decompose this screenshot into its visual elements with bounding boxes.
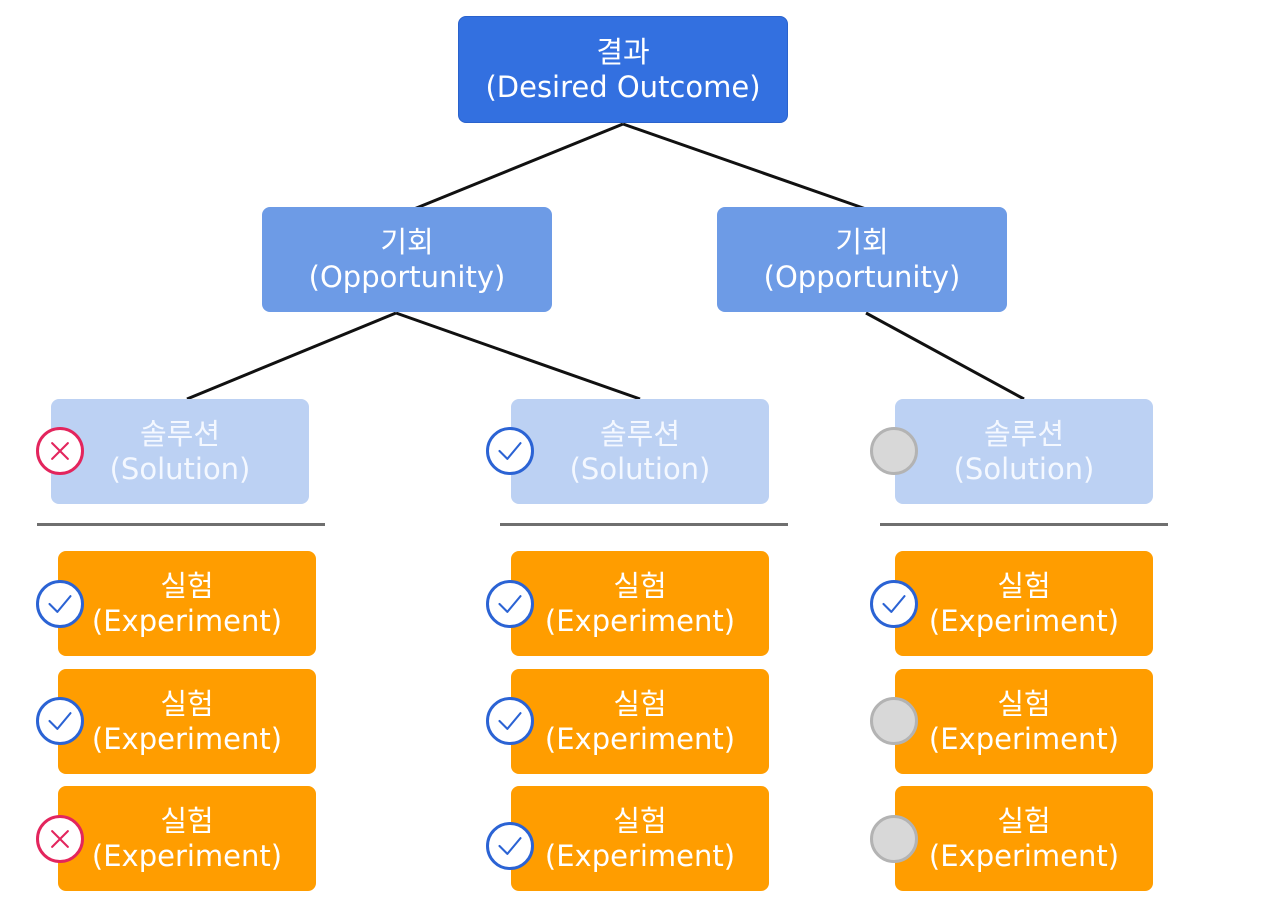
solution-subtitle: (Solution): [569, 451, 711, 486]
experiment-subtitle: (Experiment): [928, 603, 1120, 638]
x-icon: [36, 427, 84, 475]
opportunity-title: 기회: [835, 224, 889, 259]
experiment-subtitle: (Experiment): [91, 603, 283, 638]
experiment-title: 실험: [160, 568, 214, 603]
experiment-node[interactable]: 실험 (Experiment): [58, 551, 316, 656]
experiment-title: 실험: [997, 803, 1051, 838]
experiment-subtitle: (Experiment): [91, 721, 283, 756]
connector-opportunity-2-solution-3: [865, 311, 1025, 401]
experiment-subtitle: (Experiment): [928, 721, 1120, 756]
empty-circle-icon: [870, 815, 918, 863]
x-icon: [36, 815, 84, 863]
solution-title: 솔루션: [983, 416, 1065, 451]
solution-title: 솔루션: [599, 416, 681, 451]
check-icon: [486, 697, 534, 745]
experiment-title: 실험: [160, 803, 214, 838]
connector-outcome-opportunity-2: [622, 122, 867, 211]
experiment-node[interactable]: 실험 (Experiment): [58, 786, 316, 891]
experiment-subtitle: (Experiment): [544, 838, 736, 873]
experiment-node[interactable]: 실험 (Experiment): [895, 786, 1153, 891]
experiment-title: 실험: [613, 568, 667, 603]
experiment-subtitle: (Experiment): [544, 721, 736, 756]
opportunity-node-1[interactable]: 기회 (Opportunity): [262, 207, 552, 312]
column-2-divider: [500, 523, 788, 526]
experiment-node[interactable]: 실험 (Experiment): [511, 551, 769, 656]
opportunity-title: 기회: [380, 224, 434, 259]
outcome-subtitle: (Desired Outcome): [485, 69, 761, 104]
check-icon: [486, 822, 534, 870]
experiment-subtitle: (Experiment): [928, 838, 1120, 873]
column-3-divider: [880, 523, 1168, 526]
experiment-title: 실험: [613, 686, 667, 721]
solution-node-3[interactable]: 솔루션 (Solution): [895, 399, 1153, 504]
check-icon: [486, 427, 534, 475]
solution-title: 솔루션: [139, 416, 221, 451]
connector-outcome-opportunity-1: [413, 122, 624, 211]
experiment-node[interactable]: 실험 (Experiment): [58, 669, 316, 774]
solution-node-2[interactable]: 솔루션 (Solution): [511, 399, 769, 504]
check-icon: [36, 580, 84, 628]
check-icon: [36, 697, 84, 745]
solution-node-1[interactable]: 솔루션 (Solution): [51, 399, 309, 504]
outcome-node[interactable]: 결과 (Desired Outcome): [458, 16, 788, 123]
outcome-title: 결과: [596, 34, 650, 69]
empty-circle-icon: [870, 697, 918, 745]
experiment-title: 실험: [613, 803, 667, 838]
check-icon: [486, 580, 534, 628]
experiment-node[interactable]: 실험 (Experiment): [511, 669, 769, 774]
opportunity-subtitle: (Opportunity): [308, 259, 506, 294]
experiment-node[interactable]: 실험 (Experiment): [895, 669, 1153, 774]
experiment-node[interactable]: 실험 (Experiment): [511, 786, 769, 891]
experiment-title: 실험: [997, 568, 1051, 603]
experiment-node[interactable]: 실험 (Experiment): [895, 551, 1153, 656]
opportunity-node-2[interactable]: 기회 (Opportunity): [717, 207, 1007, 312]
connector-opportunity-1-solution-1: [186, 311, 397, 401]
experiment-subtitle: (Experiment): [91, 838, 283, 873]
check-icon: [870, 580, 918, 628]
experiment-subtitle: (Experiment): [544, 603, 736, 638]
connector-opportunity-1-solution-2: [395, 311, 641, 401]
column-1-divider: [37, 523, 325, 526]
solution-subtitle: (Solution): [953, 451, 1095, 486]
empty-circle-icon: [870, 427, 918, 475]
experiment-title: 실험: [997, 686, 1051, 721]
solution-subtitle: (Solution): [109, 451, 251, 486]
experiment-title: 실험: [160, 686, 214, 721]
opportunity-subtitle: (Opportunity): [763, 259, 961, 294]
